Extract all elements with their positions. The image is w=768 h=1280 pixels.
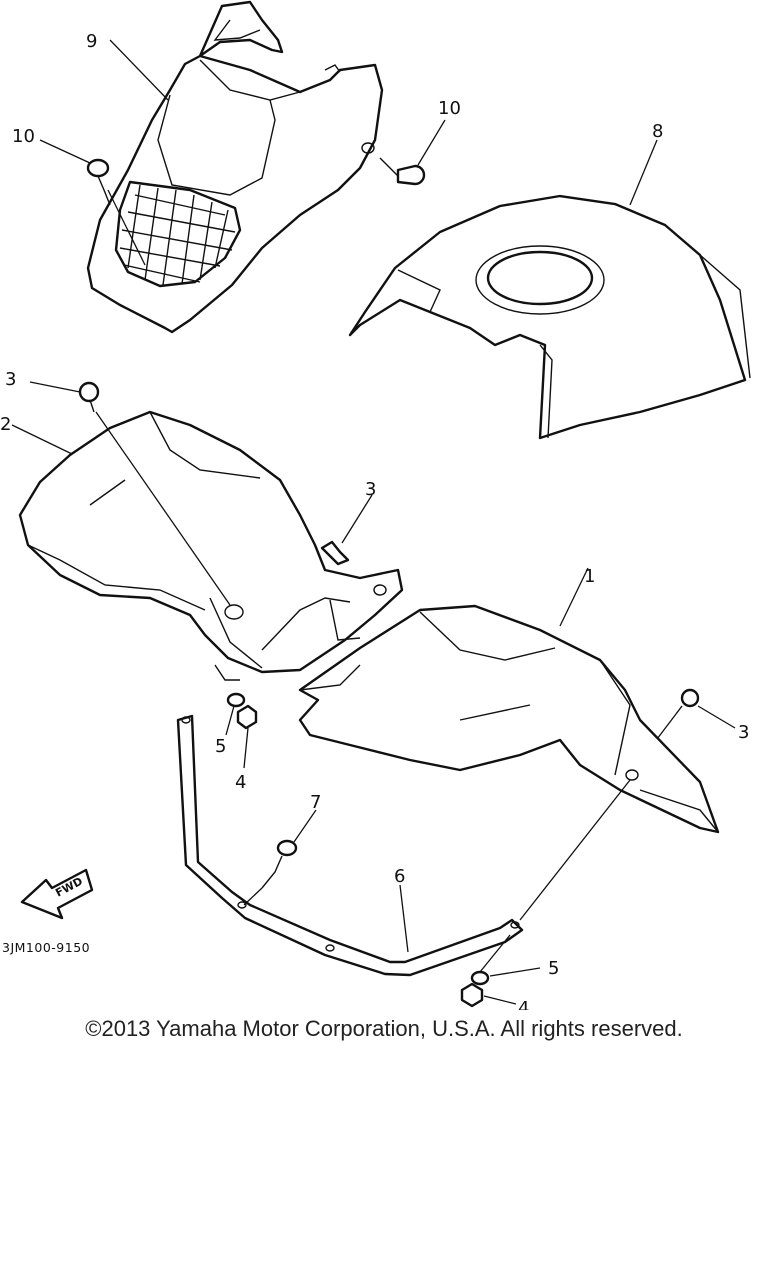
callout-3-right: 3 bbox=[738, 722, 749, 743]
callout-5-left: 5 bbox=[215, 736, 226, 757]
part-8-tank-cover bbox=[348, 139, 751, 440]
diagram-code: 3JM100-9150 bbox=[2, 940, 90, 955]
callout-4-left: 4 bbox=[235, 772, 246, 793]
callout-3-upper-left: 3 bbox=[5, 369, 16, 390]
part-5-washer-left bbox=[225, 692, 246, 736]
fwd-arrow-icon: FWD bbox=[20, 868, 94, 920]
copyright-notice: ©2013 Yamaha Motor Corporation, U.S.A. A… bbox=[85, 1016, 683, 1041]
callout-6: 6 bbox=[394, 866, 405, 887]
callout-3-middle: 3 bbox=[365, 479, 376, 500]
part-4-nut-left bbox=[236, 704, 258, 769]
callout-10-left: 10 bbox=[12, 126, 35, 147]
part-9-rear-panel bbox=[86, 0, 384, 334]
callout-5-right: 5 bbox=[548, 958, 559, 979]
part-3-bolt-middle bbox=[320, 494, 373, 566]
callout-8: 8 bbox=[652, 121, 663, 142]
callout-7: 7 bbox=[310, 792, 321, 813]
callout-10-right: 10 bbox=[438, 98, 461, 119]
part-3-bolt-upper-left bbox=[29, 381, 231, 606]
part-4-nut-right bbox=[460, 982, 517, 1008]
part-6-bracket bbox=[176, 714, 631, 977]
part-5-washer-right bbox=[470, 967, 541, 986]
part-1-rear-fender bbox=[298, 567, 720, 834]
part-10-bolt-right bbox=[379, 119, 446, 186]
part-10-bolt-left bbox=[39, 139, 146, 266]
parts-diagram: FWD 1 2 3 3 3 4 4 5 5 6 7 8 9 10 10 3JM1… bbox=[0, 0, 751, 1010]
callout-4-right: 4 bbox=[518, 998, 529, 1010]
callout-9: 9 bbox=[86, 31, 97, 52]
part-7-bolt bbox=[243, 809, 317, 906]
callout-1: 1 bbox=[584, 566, 595, 587]
callout-2: 2 bbox=[0, 414, 11, 435]
part-2-front-fender bbox=[11, 410, 404, 681]
